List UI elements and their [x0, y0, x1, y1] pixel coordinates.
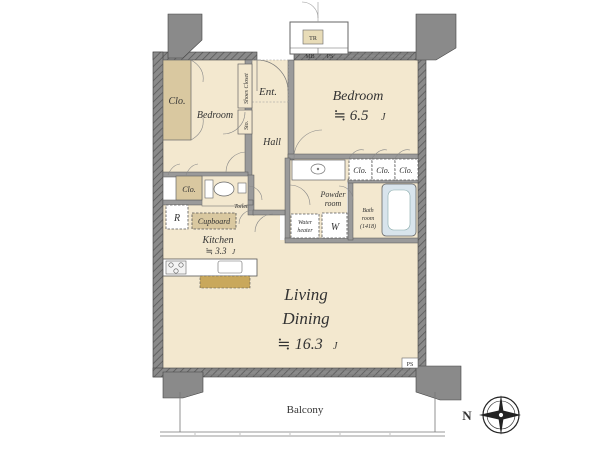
- trunk-room-label: TR: [309, 36, 317, 42]
- powder-room-label-1: Powder: [320, 190, 347, 199]
- bedroom-small-door: [222, 111, 247, 173]
- bedroom-large-area: [294, 60, 418, 155]
- meter-box-label: MB: [305, 54, 314, 60]
- balcony-label: Balcony: [287, 404, 324, 416]
- living-door: [254, 213, 274, 233]
- storage-box: [237, 109, 253, 135]
- bedroom-large-door: [293, 129, 323, 159]
- pipe-space-top-label: PS: [327, 54, 334, 60]
- wall-bedroom-large-bottom: [287, 153, 419, 160]
- washer-label: W: [331, 222, 341, 233]
- toilet-sink: [237, 182, 247, 194]
- wall-toilet-right: [247, 174, 255, 216]
- water-heater-label-1: Water: [298, 220, 313, 226]
- water-heater: [290, 213, 320, 239]
- closet-small-label: Clo.: [182, 185, 196, 194]
- water-heater-label-2: heater: [297, 228, 313, 234]
- closet-row: [348, 149, 419, 181]
- bathtub-inner: [387, 189, 411, 231]
- storage-label: Sto.: [244, 121, 250, 130]
- bath-room-label-3: (1418): [360, 223, 376, 230]
- kitchen-unit: J: [232, 248, 236, 256]
- kitchen-sink-icon: [217, 260, 243, 274]
- shoes-closet: [237, 63, 253, 109]
- dining-label: Dining: [281, 309, 329, 328]
- living-unit: J: [333, 341, 338, 352]
- kitchen-size: ≒ 3.3: [205, 246, 227, 256]
- wall-hall-right: [287, 59, 295, 161]
- cupboard: [191, 212, 237, 230]
- hall-label: Hall: [262, 137, 281, 148]
- window-bottom: [205, 369, 410, 376]
- wall-kitchen-mid: [252, 209, 286, 216]
- bath-room-label-2: room: [362, 216, 375, 222]
- closet-1-label: Clo.: [353, 166, 367, 175]
- closet-left-label: Clo.: [169, 96, 186, 107]
- kitchen-label: Kitchen: [201, 235, 233, 246]
- kitchen-counter: [162, 258, 258, 289]
- walls: [152, 13, 462, 401]
- column-top-right: [415, 13, 457, 61]
- pipe-space-bottom-label: PS: [407, 362, 414, 368]
- bedroom-large-unit: J: [381, 112, 386, 123]
- closet-small: [175, 175, 203, 201]
- toilet-icon: [213, 181, 235, 197]
- refrigerator-label: R: [173, 213, 180, 224]
- cupboard-label: Cupboard: [198, 217, 231, 226]
- trunk-room-box: [289, 1, 349, 55]
- living-size: ≒ 16.3: [277, 336, 322, 353]
- bedroom-large-label: Bedroom: [333, 89, 384, 104]
- balcony: [160, 392, 445, 437]
- bedroom-small-label: Bedroom: [197, 110, 233, 121]
- powder-room-label-2: room: [325, 199, 342, 208]
- refrigerator: [165, 204, 189, 230]
- faucet-icon: [316, 167, 320, 171]
- north-label: N: [462, 408, 472, 423]
- washer-space: [321, 212, 348, 239]
- wall-bath-left: [347, 179, 354, 241]
- pipe-space-bottom: [401, 357, 419, 369]
- wall-powder-left: [284, 157, 291, 241]
- bedroom-large-size: ≒ 6.5: [333, 108, 369, 124]
- column-bottom-right: [415, 365, 462, 401]
- toilet-label: Toilet: [234, 204, 248, 210]
- wall-right: [417, 51, 427, 378]
- stove-icon: [165, 260, 187, 275]
- closet-3-label: Clo.: [399, 166, 413, 175]
- entrance-label: Ent.: [258, 86, 277, 98]
- closet-3: [394, 158, 419, 181]
- closet-left: [162, 59, 192, 141]
- column-top-left: [167, 13, 203, 59]
- powder-room-door: [289, 184, 311, 206]
- wall-left: [152, 51, 164, 378]
- toilet-tank: [204, 179, 214, 199]
- bath-room-label-1: Bath: [362, 208, 373, 214]
- closet-small-doors: [167, 163, 199, 176]
- balcony-area: [160, 382, 440, 434]
- kitchen-door: [238, 209, 254, 225]
- compass-icon: [479, 395, 521, 435]
- closet-left-doors: [190, 59, 204, 141]
- column-bottom-left: [162, 371, 204, 399]
- living-label: Living: [283, 285, 327, 304]
- shoes-closet-label: Shoes Closet: [244, 73, 250, 104]
- balcony-railing: [194, 433, 391, 435]
- closet-2-label: Clo.: [376, 166, 390, 175]
- toilet-door: [247, 185, 263, 201]
- bath-door: [338, 185, 354, 201]
